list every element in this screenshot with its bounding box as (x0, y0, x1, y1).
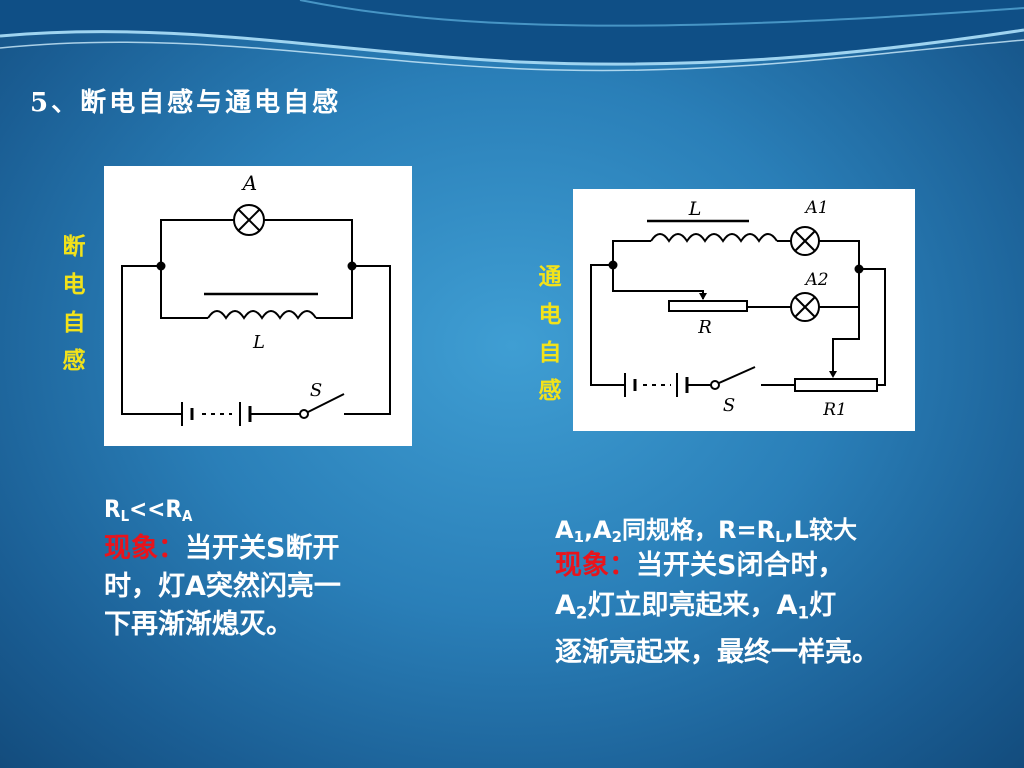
phenomenon-label: 现象： (555, 550, 636, 581)
vlabel-char: 通 (538, 263, 562, 290)
slide-title: 5、断电自感与通电自感 (30, 88, 342, 118)
rheostat-l-label: R1 (822, 400, 847, 420)
right-circuit-diagram: L A1 A2 R S R1 (573, 189, 915, 431)
vlabel-char: 电 (538, 301, 562, 328)
left-circuit-svg: A L S (121, 171, 391, 426)
vlabel-char: 断 (62, 233, 86, 260)
switch-label: S (723, 395, 735, 416)
left-circuit-diagram: A L S (104, 166, 412, 446)
right-phenomenon: 现象：当开关S闭合时， A2灯立即亮起来，A1灯 逐渐亮起来，最终一样亮。 (555, 550, 879, 668)
vlabel-char: 自 (62, 309, 86, 336)
phenomenon-label: 现象： (104, 533, 185, 564)
header-waves (0, 0, 1024, 72)
rheostat-label: R (697, 317, 712, 338)
left-vertical-label: 断 电 自 感 (60, 228, 88, 380)
right-circuit-svg: L A1 A2 R S R1 (590, 198, 886, 420)
switch-label: S (310, 380, 322, 401)
vlabel-char: 感 (538, 377, 562, 404)
lamp-label: A (241, 171, 257, 195)
inductor-label: L (252, 332, 265, 353)
vlabel-char: 自 (538, 339, 562, 366)
lamp1-label: A1 (803, 198, 828, 218)
lamp2-label: A2 (803, 270, 828, 290)
left-phenomenon: 现象：当开关S断开 时，灯A突然闪亮一 下再渐渐熄灭。 (104, 533, 341, 640)
vlabel-char: 电 (62, 271, 86, 298)
left-condition: RL<<RA (104, 495, 193, 526)
vlabel-char: 感 (62, 347, 86, 374)
right-vertical-label: 通 电 自 感 (536, 258, 564, 410)
right-condition: A1,A2同规格，R=RL,L较大 (555, 516, 857, 547)
inductor-label: L (688, 198, 702, 220)
